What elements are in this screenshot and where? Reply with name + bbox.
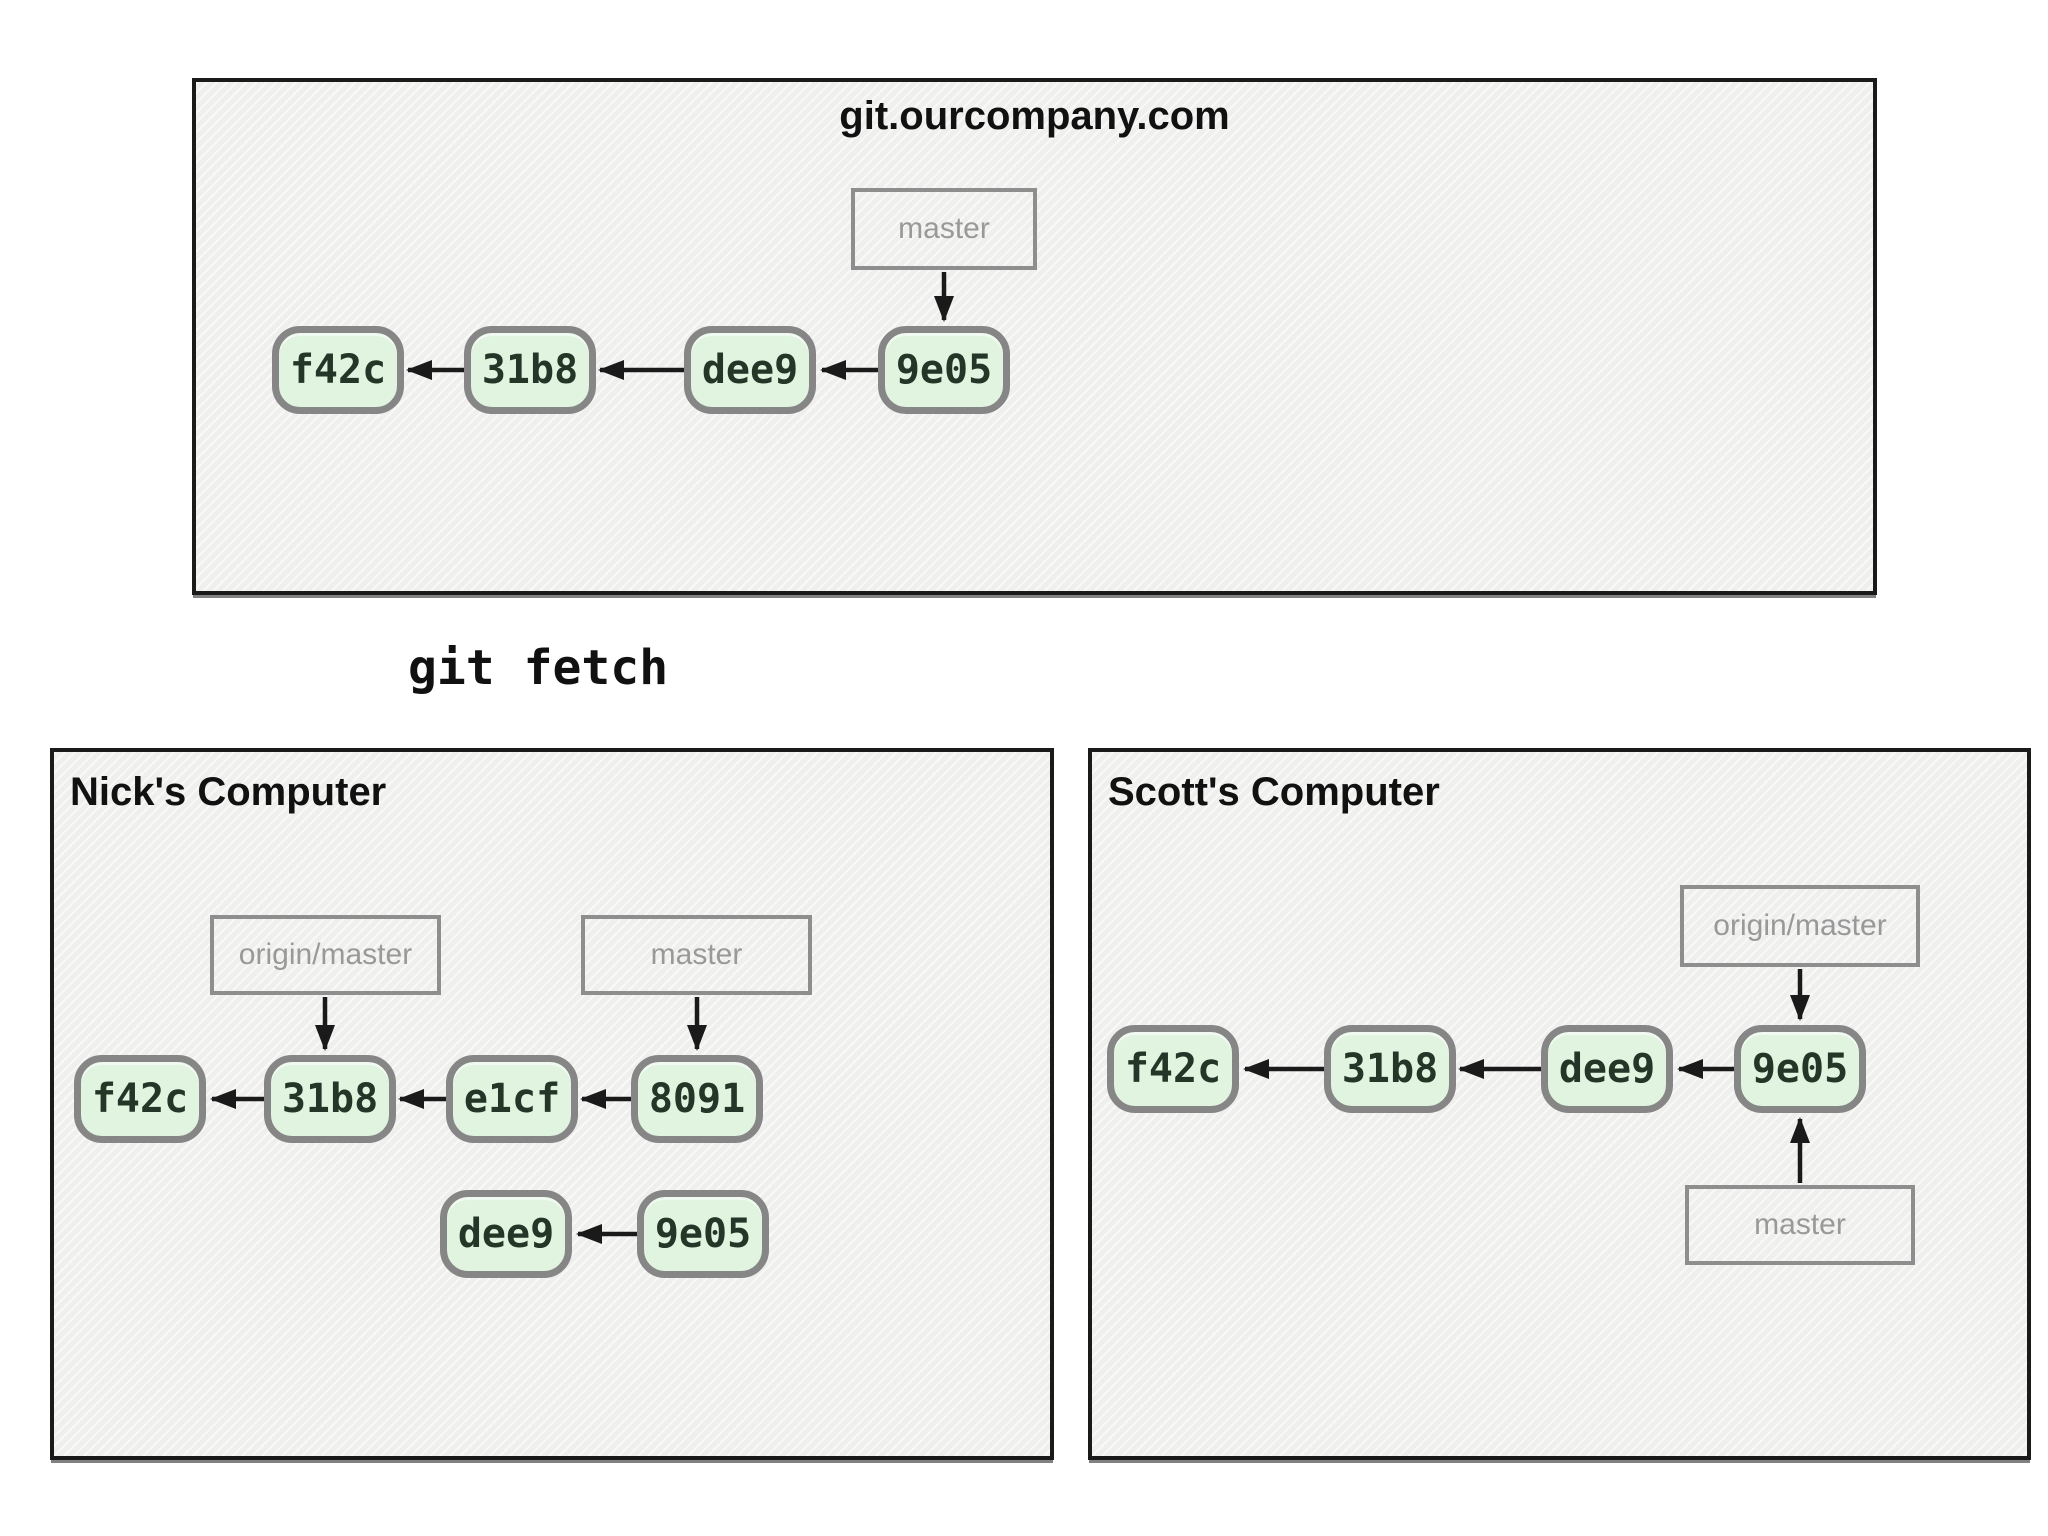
panel-server-title: git.ourcompany.com xyxy=(839,94,1230,138)
panel-server: git.ourcompany.com master f42c 31b8 dee9… xyxy=(192,78,1877,595)
commit-node-server-9e05: 9e05 xyxy=(878,326,1010,414)
ref-box-scott-master: master xyxy=(1685,1185,1915,1265)
commit-node-scott-9e05: 9e05 xyxy=(1734,1025,1866,1113)
commit-node-nick-9e05: 9e05 xyxy=(637,1190,769,1278)
commit-node-server-dee9: dee9 xyxy=(684,326,816,414)
ref-box-nick-origin-master: origin/master xyxy=(210,915,441,995)
panel-nick-title: Nick's Computer xyxy=(70,770,387,814)
ref-box-scott-origin-master: origin/master xyxy=(1680,885,1920,967)
commit-node-nick-dee9: dee9 xyxy=(440,1190,572,1278)
panel-nick: Nick's Computer origin/master master f42… xyxy=(50,748,1054,1460)
panel-scott: Scott's Computer origin/master f42c 31b8… xyxy=(1088,748,2031,1460)
git-fetch-command-label: git fetch xyxy=(408,640,669,696)
commit-node-nick-e1cf: e1cf xyxy=(446,1055,578,1143)
commit-node-nick-f42c: f42c xyxy=(74,1055,206,1143)
commit-node-nick-31b8: 31b8 xyxy=(264,1055,396,1143)
ref-box-server-master: master xyxy=(851,188,1037,270)
ref-box-nick-master: master xyxy=(581,915,812,995)
panel-scott-title: Scott's Computer xyxy=(1108,770,1440,814)
commit-node-scott-31b8: 31b8 xyxy=(1324,1025,1456,1113)
commit-node-server-31b8: 31b8 xyxy=(464,326,596,414)
commit-node-server-f42c: f42c xyxy=(272,326,404,414)
commit-node-scott-f42c: f42c xyxy=(1107,1025,1239,1113)
commit-node-scott-dee9: dee9 xyxy=(1541,1025,1673,1113)
commit-node-nick-8091: 8091 xyxy=(631,1055,763,1143)
